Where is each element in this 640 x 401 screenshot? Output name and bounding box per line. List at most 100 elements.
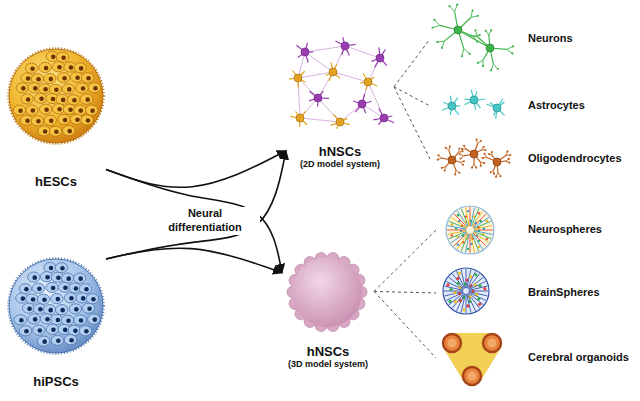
sphere-fiber xyxy=(457,211,468,227)
cell xyxy=(28,272,40,282)
label-group: hiPSCs xyxy=(6,374,106,390)
cell xyxy=(38,126,50,136)
cell-nucleus xyxy=(25,118,30,123)
culture-type: BrainSpheres xyxy=(436,266,636,320)
cell xyxy=(28,314,40,324)
sphere-fiber xyxy=(473,217,489,228)
network-link xyxy=(333,72,368,82)
process-tip xyxy=(471,166,473,168)
cell xyxy=(39,104,51,114)
node-label: Neurospheres xyxy=(528,223,602,236)
process-tip xyxy=(484,149,486,151)
process-tip xyxy=(509,154,511,156)
organoid-core xyxy=(468,372,477,381)
cell-nucleus xyxy=(44,107,49,112)
stem-cell-source: hESCs xyxy=(6,42,106,192)
brainsphere-illustration xyxy=(443,268,489,314)
cell-nucleus xyxy=(18,108,23,113)
cell-nucleus xyxy=(43,129,48,134)
cell-nucleus xyxy=(56,297,61,302)
cell xyxy=(57,73,69,83)
process-tip xyxy=(482,65,484,67)
cell-body xyxy=(376,54,384,62)
cell-nucleus xyxy=(24,287,29,292)
cell-nucleus xyxy=(91,297,96,302)
cell-type: Neurons xyxy=(430,2,636,76)
cell-nucleus xyxy=(54,87,59,92)
label-group: hNSCs(3D model system) xyxy=(282,344,374,370)
cell-nucleus xyxy=(27,306,32,311)
cell xyxy=(68,325,80,335)
model-system: hNSCs(3D model system) xyxy=(282,248,374,372)
cell xyxy=(55,305,67,315)
cell xyxy=(26,105,38,115)
cell-nucleus xyxy=(42,339,47,344)
sphere-dot xyxy=(451,223,453,225)
sphere-dot xyxy=(463,308,466,311)
cell-nucleus xyxy=(57,107,62,112)
cell-nucleus xyxy=(48,308,53,313)
cell-nucleus xyxy=(74,286,79,291)
cell xyxy=(81,94,93,104)
sphere-dot xyxy=(478,212,480,214)
cell xyxy=(67,95,79,105)
cell xyxy=(81,73,93,83)
node-label: Neurons xyxy=(528,32,573,45)
cell xyxy=(37,294,49,304)
process-tip xyxy=(436,41,438,43)
sphere-dot xyxy=(467,210,469,212)
sphere-dot xyxy=(470,243,472,245)
cell xyxy=(79,284,91,294)
cell-body xyxy=(336,118,344,126)
organoid-core xyxy=(488,339,497,348)
cell xyxy=(37,336,49,346)
sphere-fiber xyxy=(469,292,486,300)
cell-nucleus xyxy=(26,97,31,102)
leader-line xyxy=(394,39,430,87)
process-tip xyxy=(483,153,485,155)
cell-process xyxy=(434,20,439,25)
sphere-dot xyxy=(478,303,481,306)
sphere-fiber xyxy=(471,234,475,253)
process-tip xyxy=(454,173,456,175)
node-label: hiPSCs xyxy=(6,374,106,390)
cell xyxy=(88,83,100,93)
cell-nucleus xyxy=(75,75,80,80)
cell-nucleus xyxy=(79,318,84,323)
cell xyxy=(74,105,86,115)
cell xyxy=(74,315,86,325)
process-tip xyxy=(490,171,492,173)
label-group: hESCs xyxy=(6,174,106,190)
cell xyxy=(52,62,64,72)
cell-body xyxy=(380,114,388,122)
cell-nucleus xyxy=(85,97,90,102)
cell-nucleus xyxy=(86,76,91,81)
cell-nucleus xyxy=(63,118,68,123)
process-tip xyxy=(458,172,460,174)
cell-nucleus xyxy=(66,276,71,281)
cell-nucleus xyxy=(36,119,41,124)
node-label: Cerebral organoids xyxy=(528,351,629,364)
cell-nucleus xyxy=(69,338,74,343)
node-label: hNSCs xyxy=(282,344,374,360)
process-tip xyxy=(461,150,463,152)
network-link xyxy=(305,46,345,52)
cell-nucleus xyxy=(69,65,74,70)
cell-nucleus xyxy=(62,76,67,81)
sphere-dot xyxy=(448,300,451,303)
cell-nucleus xyxy=(33,317,38,322)
cell xyxy=(25,63,37,73)
cell xyxy=(52,104,64,114)
cell-nucleus xyxy=(37,287,42,292)
sphere-fiber xyxy=(451,232,467,243)
cell xyxy=(46,282,58,292)
cell-nucleus xyxy=(43,87,48,92)
colony-rim xyxy=(8,258,104,354)
stem-cell-colony xyxy=(8,48,104,144)
label-group: Astrocytes xyxy=(528,99,585,112)
process-tip xyxy=(475,138,477,140)
process-tip xyxy=(431,27,433,29)
sphere-dot xyxy=(478,284,481,287)
cell xyxy=(69,304,81,314)
differentiation-arrow xyxy=(106,151,286,188)
